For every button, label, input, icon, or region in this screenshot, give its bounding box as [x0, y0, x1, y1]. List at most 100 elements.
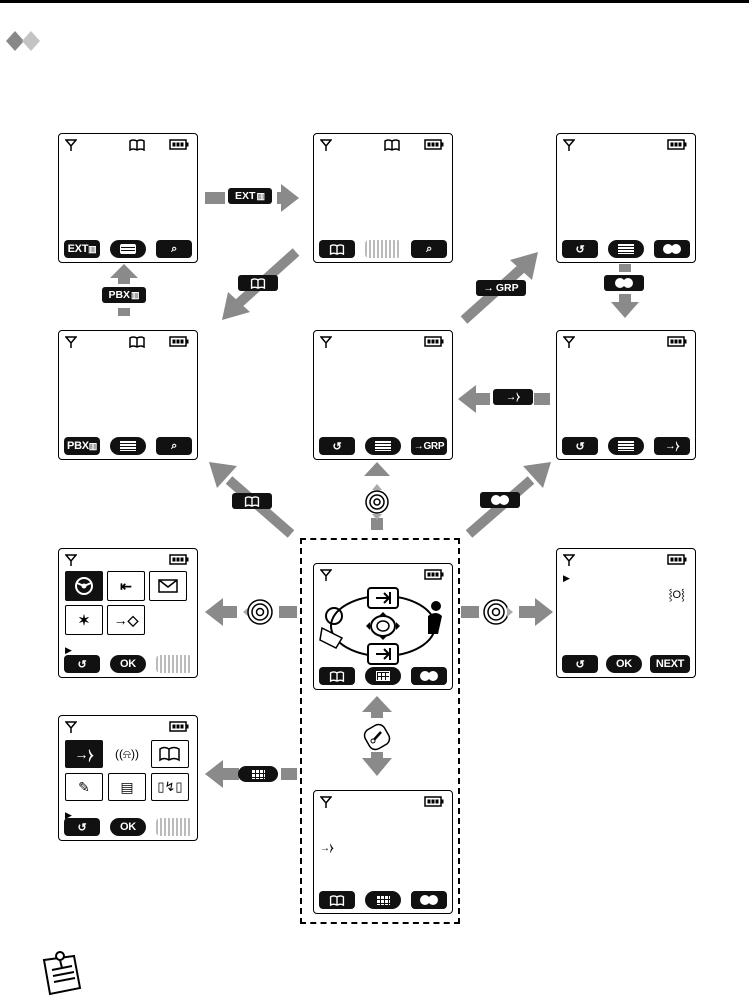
search-softkey[interactable]: ⌕ — [411, 240, 447, 258]
talk-label — [480, 492, 520, 508]
arrow-pbx-up — [110, 264, 138, 316]
pbx-label: PBX▥ — [102, 287, 146, 303]
back-softkey[interactable]: ↺ — [319, 437, 355, 455]
phonebook-softkey[interactable] — [319, 667, 355, 685]
battery-icon — [169, 721, 189, 735]
memo-key-icon — [363, 723, 391, 751]
battery-icon — [667, 554, 687, 568]
call-log-icon[interactable] — [65, 571, 103, 601]
talk-softkey[interactable] — [411, 667, 447, 685]
phonebook-icon: ▥ — [88, 440, 98, 451]
ext-phonebook-softkey[interactable]: EXT▥ — [64, 240, 100, 258]
talk-softkey[interactable] — [654, 240, 690, 258]
intercom-softkey[interactable]: →⧽ — [654, 437, 690, 455]
arrow-ext-right — [205, 184, 299, 212]
phonebook-label — [232, 493, 272, 509]
memo-icon[interactable]: ▤ — [108, 773, 146, 801]
ok-softkey[interactable]: OK — [110, 655, 146, 673]
search-softkey[interactable]: ⌕ — [156, 437, 192, 455]
battery-icon — [667, 336, 687, 350]
settings-icon[interactable]: ✶ — [65, 605, 103, 635]
menu-grid-icon — [376, 671, 390, 681]
phonebook-icon: ▥ — [256, 190, 265, 201]
phonebook-icon: ▥ — [131, 289, 140, 300]
back-icon: ↺ — [332, 440, 342, 453]
menu-softkey[interactable] — [110, 437, 146, 455]
ringer-icon[interactable]: ((⍾)) — [115, 746, 139, 761]
message-icon[interactable] — [149, 571, 187, 601]
grp-softkey[interactable]: →GRP — [411, 437, 447, 455]
navigator-key-icon — [365, 484, 389, 520]
navigator-ring-icon — [319, 587, 442, 665]
talk-label — [604, 275, 644, 291]
phonebook-icon — [250, 277, 266, 289]
menu-icon — [120, 441, 136, 451]
battery-icon — [667, 139, 687, 153]
menu-softkey[interactable] — [608, 240, 644, 258]
back-softkey[interactable]: ↺ — [562, 655, 598, 673]
ring-indicator-icon: ⸾O⸾ — [668, 589, 685, 601]
cursor-indicator: ▶ — [65, 810, 72, 820]
screen-standby — [313, 563, 453, 690]
back-softkey[interactable]: ↺ — [562, 240, 598, 258]
phonebook-softkey[interactable] — [319, 240, 355, 258]
handset-link-icon[interactable]: ▯↯▯ — [151, 773, 189, 801]
note-icon — [42, 951, 82, 996]
phonebook-icon — [329, 894, 345, 906]
back-softkey[interactable]: ↺ — [64, 655, 100, 673]
menu-softkey[interactable] — [365, 437, 401, 455]
transfer-icon[interactable]: →◇ — [107, 605, 145, 635]
antenna-icon — [64, 336, 78, 351]
back-icon: ↺ — [575, 243, 585, 256]
search-icon: ⌕ — [426, 242, 432, 255]
screen-idle-talk: ↺ — [556, 133, 696, 263]
ok-softkey[interactable]: OK — [110, 818, 146, 836]
menu-icon — [375, 441, 391, 451]
screen-grp: ↺ →GRP — [313, 330, 453, 460]
screen-phonebook: ⌕ — [313, 133, 453, 263]
menu-grid-softkey[interactable] — [365, 891, 401, 909]
battery-icon — [424, 569, 444, 583]
next-softkey[interactable]: NEXT — [650, 655, 690, 673]
menu-grid-icon — [251, 769, 265, 779]
ok-softkey[interactable]: OK — [606, 655, 642, 673]
back-softkey[interactable]: ↺ — [562, 437, 598, 455]
talk-softkey[interactable] — [411, 891, 447, 909]
antenna-icon — [562, 139, 576, 154]
top-rule — [0, 0, 749, 3]
intercom-icon[interactable]: →⧽ — [65, 740, 103, 768]
phonebook-icon — [329, 670, 345, 682]
cursor-indicator: ▶ — [563, 573, 570, 583]
screen-intercom-standby: →⧽ — [313, 790, 453, 914]
menu-softkey[interactable] — [608, 437, 644, 455]
battery-icon — [169, 139, 189, 153]
battery-icon — [424, 796, 444, 810]
talk-icon — [615, 278, 633, 288]
redial-icon[interactable]: ⇤ — [107, 571, 145, 601]
screen-main-menu: ⇤ ✶ →◇ ▶ ↺ OK — [58, 548, 198, 678]
phonebook-icon — [384, 139, 400, 154]
phonebook-icon — [244, 495, 260, 507]
phonebook-softkey[interactable] — [319, 891, 355, 909]
phonebook-icon — [329, 243, 345, 255]
pbx-phonebook-softkey[interactable]: PBX▥ — [64, 437, 100, 455]
battery-icon — [169, 554, 189, 568]
menu-grid-softkey[interactable] — [365, 667, 401, 685]
cursor-indicator: ▶ — [65, 645, 72, 655]
blank-softkey — [156, 655, 192, 673]
menu-icon — [618, 244, 634, 254]
phonebook-edit-icon[interactable] — [151, 740, 189, 768]
search-softkey[interactable]: ⌕ — [156, 240, 192, 258]
back-softkey[interactable]: ↺ — [64, 818, 100, 836]
antenna-icon — [562, 554, 576, 569]
handset-icon[interactable]: ✎ — [65, 773, 103, 801]
antenna-icon — [319, 336, 333, 351]
section-diamonds-icon — [6, 31, 40, 51]
blank-softkey — [365, 240, 401, 258]
menu-icon — [120, 244, 136, 254]
arrow-navigator-left — [205, 598, 297, 626]
menu-softkey[interactable] — [110, 240, 146, 258]
battery-icon — [424, 336, 444, 350]
grp-label: →GRP — [476, 280, 526, 296]
battery-icon — [169, 336, 189, 350]
